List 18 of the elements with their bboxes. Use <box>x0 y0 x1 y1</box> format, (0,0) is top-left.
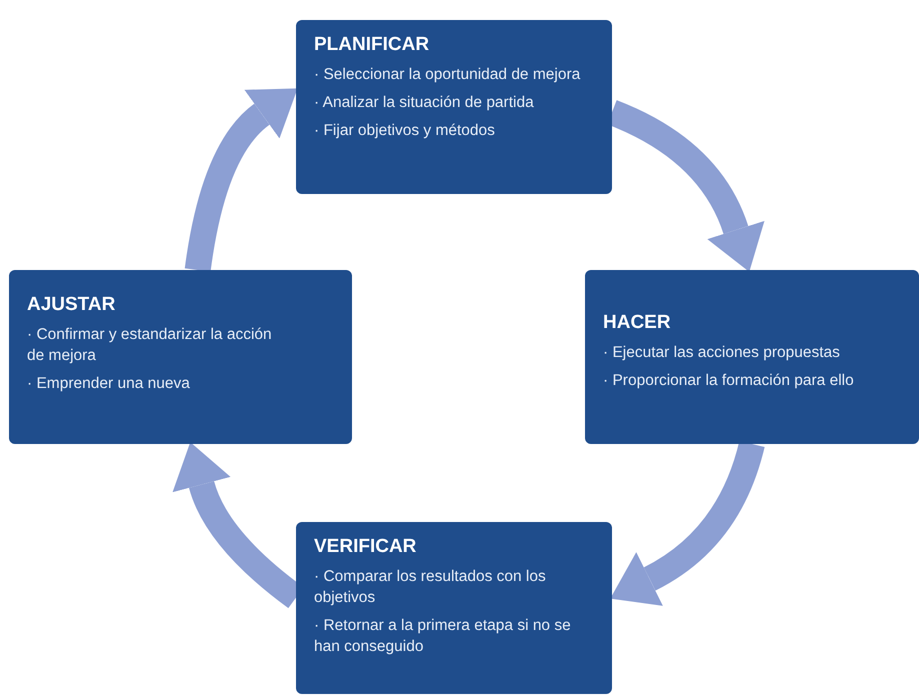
step-text: · Emprender una nueva <box>27 374 191 394</box>
step-text: · Seleccionar la oportunidad de mejora <box>314 65 582 85</box>
step-text: · Confirmar y estandarizar la acción de mejora <box>27 325 272 366</box>
process-box <box>585 270 919 444</box>
step-text: · Retornar a la primera etapa si no se han conseguido <box>314 616 572 657</box>
step-text: · Fijar objetivos y métodos <box>314 121 496 141</box>
process-box <box>296 522 612 694</box>
step-heading: HACER <box>603 312 671 334</box>
step-text: · Proporcionar la formación para ello <box>603 371 855 391</box>
step-text: · Analizar la situación de partida <box>314 93 535 113</box>
step-heading: PLANIFICAR <box>314 34 430 56</box>
step-text: · Ejecutar las acciones propuestas <box>603 343 841 363</box>
step-text: · Comparar los resultados con los objetivos <box>314 567 547 608</box>
step-heading: VERIFICAR <box>314 536 416 558</box>
step-heading: AJUSTAR <box>27 294 116 316</box>
curved-arrow <box>184 86 296 272</box>
process-box <box>9 270 352 444</box>
process-box <box>296 20 612 194</box>
